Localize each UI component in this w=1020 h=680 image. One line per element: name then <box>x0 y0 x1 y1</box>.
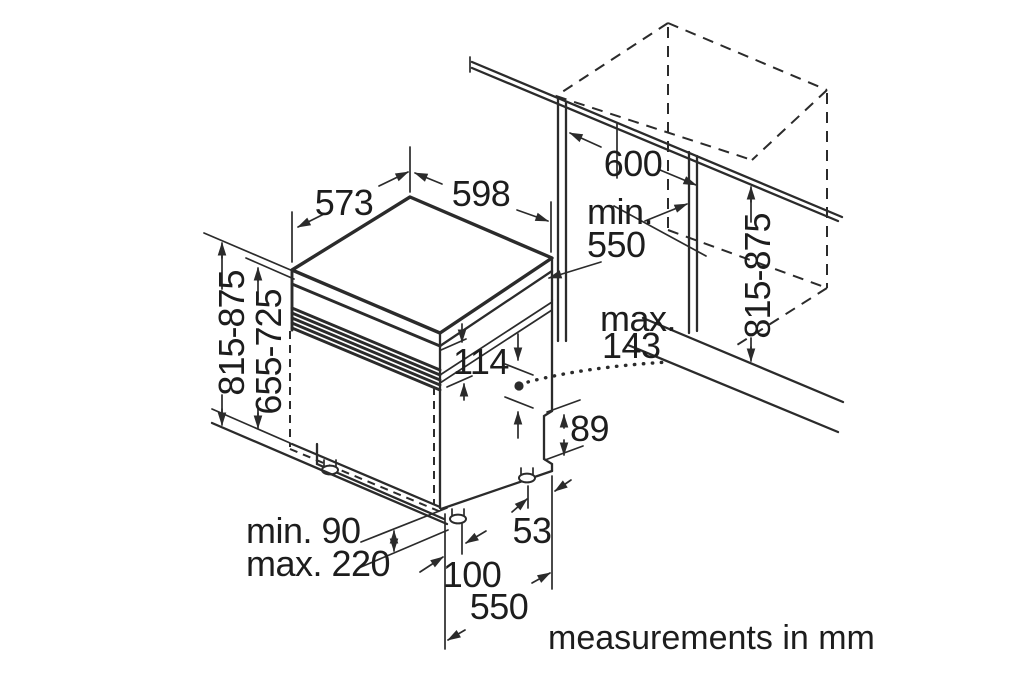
dim-min550-niche-depth: min. 550 <box>548 191 688 279</box>
dashed-cabinet-outline <box>555 22 828 346</box>
appliance-feet <box>321 459 536 525</box>
dim-label-114: 114 <box>453 341 509 382</box>
dim-53-rear-foot: 53 <box>511 479 572 551</box>
dim-label-600: 600 <box>604 143 663 184</box>
dim-815-875-left: 815-875 <box>203 232 294 426</box>
countertop-line <box>469 56 844 223</box>
dim-label-598: 598 <box>452 173 511 214</box>
dim-label-min90: min. 90 <box>246 510 361 551</box>
dimensions: 573 598 600 min. 550 815-875 <box>203 132 778 650</box>
dim-label-573: 573 <box>315 182 374 223</box>
dim-114-control-panel: 114 <box>440 323 509 401</box>
dim-598-top-depth: 598 <box>414 172 552 253</box>
furniture-door-dashed-outline <box>289 331 442 513</box>
dim-label-min: min. <box>587 191 653 232</box>
dim-label-550-feet: 550 <box>470 586 529 627</box>
control-panel-band <box>290 301 553 392</box>
dim-89-rear-step: 89 <box>544 399 610 461</box>
dim-573-top-width: 573 <box>291 146 411 263</box>
dim-655-725-left: 655-725 <box>245 257 295 429</box>
dim-plinth-min90-max220: min. 90 max. 220 <box>246 507 449 584</box>
dishwasher <box>210 195 554 526</box>
dim-label-53: 53 <box>512 510 551 551</box>
dim-label-max: max. <box>600 298 676 339</box>
niche-right-panel <box>687 150 699 335</box>
niche-interior-edges <box>613 123 707 257</box>
hinge-point-dot <box>514 381 524 391</box>
dim-label-143: 143 <box>602 325 661 366</box>
dim-100-front-foot: 100 <box>419 523 502 595</box>
floor-lines-right <box>626 316 845 434</box>
dim-label-max220: max. 220 <box>246 543 390 584</box>
dim-max143-hinge-clearance: max. 143 <box>504 298 677 439</box>
dim-label-100: 100 <box>443 554 502 595</box>
dim-550-foot-depth: 550 <box>444 475 553 650</box>
dim-label-550-niche: 550 <box>587 224 646 265</box>
dim-label-815-875-left: 815-875 <box>211 270 252 395</box>
dim-600-niche-width: 600 <box>569 132 697 186</box>
cabinet-niche <box>469 22 845 434</box>
dim-label-655-725: 655-725 <box>248 289 289 414</box>
caption-measurements: measurements in mm <box>548 619 875 657</box>
dim-label-815-875-right: 815-875 <box>737 213 778 338</box>
dim-label-89: 89 <box>570 408 609 449</box>
dishwasher-body <box>290 298 554 521</box>
dim-815-875-right: 815-875 <box>737 186 778 362</box>
niche-left-panel <box>556 96 568 343</box>
